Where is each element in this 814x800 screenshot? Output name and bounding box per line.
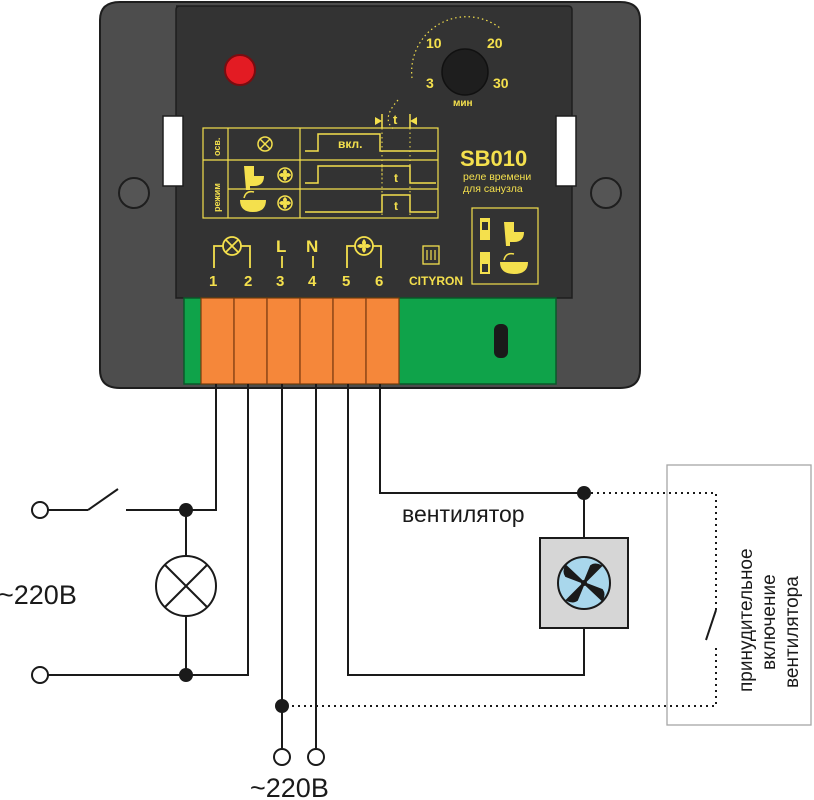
led-indicator — [224, 54, 256, 86]
forced-label-line1: принудительное — [736, 548, 757, 692]
terminal-5 — [332, 297, 367, 385]
terminal-4 — [299, 297, 334, 385]
dial-arc-dotted — [411, 16, 501, 79]
terminal-number-5: 5 — [342, 273, 350, 290]
timer-knob[interactable] — [441, 48, 489, 96]
wire-terminal-2 — [186, 384, 249, 676]
supply-terminal-N — [307, 748, 325, 766]
lamp-symbol — [155, 555, 217, 617]
bath-icon — [240, 190, 266, 212]
terminal-1 — [200, 297, 235, 385]
terminal-number-4: 4 — [308, 273, 317, 290]
forced-label-line3: вентилятора — [782, 576, 803, 688]
terminal-N-label: N — [306, 237, 318, 256]
junction-top-left — [179, 503, 193, 517]
dial-mark-30: 30 — [493, 75, 509, 91]
brand-logo: CITYRON — [409, 245, 463, 288]
toilet-icon — [244, 166, 264, 190]
fan-label: вентилятор — [402, 501, 525, 527]
supply-terminal-top — [31, 501, 49, 519]
supply-terminal-L — [273, 748, 291, 766]
bottom-supply-label: ~220В — [250, 773, 329, 800]
waveform-on-label: вкл. — [338, 137, 363, 151]
row-label-mode: режим — [212, 183, 222, 212]
lamp-icon — [257, 136, 273, 152]
model-label: SB010 — [460, 146, 527, 171]
left-supply-label: ~220В — [0, 580, 77, 610]
terminal-6 — [365, 297, 400, 385]
junction-fan — [577, 486, 591, 500]
forced-switch-lever — [705, 609, 717, 641]
waveform-t-label-row3: t — [394, 199, 398, 213]
wire-terminal-6 — [379, 384, 585, 538]
latch-right — [555, 115, 577, 187]
t-interval-marker: t — [375, 112, 417, 128]
subtitle-line1: реле времени — [463, 171, 531, 183]
fan-icon-row2 — [277, 167, 293, 183]
waveform-bath: t — [305, 194, 436, 213]
fan-icon-row3 — [277, 195, 293, 211]
junction-L — [275, 699, 289, 713]
terminal-3 — [266, 297, 301, 385]
forced-on-box — [666, 464, 812, 726]
relay-device: 10 20 3 30 мин t осв. режим — [99, 1, 641, 389]
terminal-number-2: 2 — [244, 273, 252, 290]
terminal-number-1: 1 — [209, 273, 217, 290]
wire-terminal-5 — [347, 384, 585, 676]
mode-table: осв. режим — [202, 127, 439, 219]
dial-unit: мин — [453, 98, 473, 109]
fan-symbol — [539, 537, 629, 629]
terminal-symbols: L N — [213, 236, 382, 268]
terminal-block — [183, 297, 557, 385]
waveform-light: вкл. — [305, 133, 436, 152]
t-marker-label: t — [393, 112, 398, 127]
brand-name: CITYRON — [409, 274, 463, 288]
terminal-2 — [233, 297, 268, 385]
switch-lever — [87, 488, 119, 511]
wire-terminal-1 — [186, 384, 217, 511]
waveform-t-label-row2: t — [394, 171, 398, 185]
mode-switch-icon — [471, 207, 539, 285]
timer-dial: 10 20 3 30 мин — [387, 16, 509, 131]
dial-mark-3: 3 — [426, 75, 434, 91]
junction-bottom-left — [179, 668, 193, 682]
terminal-L-label: L — [276, 237, 286, 256]
dotted-line-bottom — [289, 648, 717, 707]
dial-mark-10: 10 — [426, 35, 442, 51]
row-label-osv: осв. — [212, 138, 222, 156]
supply-terminal-bottom — [31, 666, 49, 684]
wiring — [31, 384, 812, 766]
mode-switch-slot[interactable] — [494, 324, 508, 358]
terminal-number-6: 6 — [375, 273, 383, 290]
forced-label-line2: включение — [759, 574, 780, 670]
terminal-number-3: 3 — [276, 273, 284, 290]
latch-left — [162, 115, 184, 187]
mount-hole-left — [118, 177, 150, 209]
subtitle-line2: для санузла — [463, 183, 523, 195]
dial-mark-20: 20 — [487, 35, 503, 51]
mount-hole-right — [590, 177, 622, 209]
